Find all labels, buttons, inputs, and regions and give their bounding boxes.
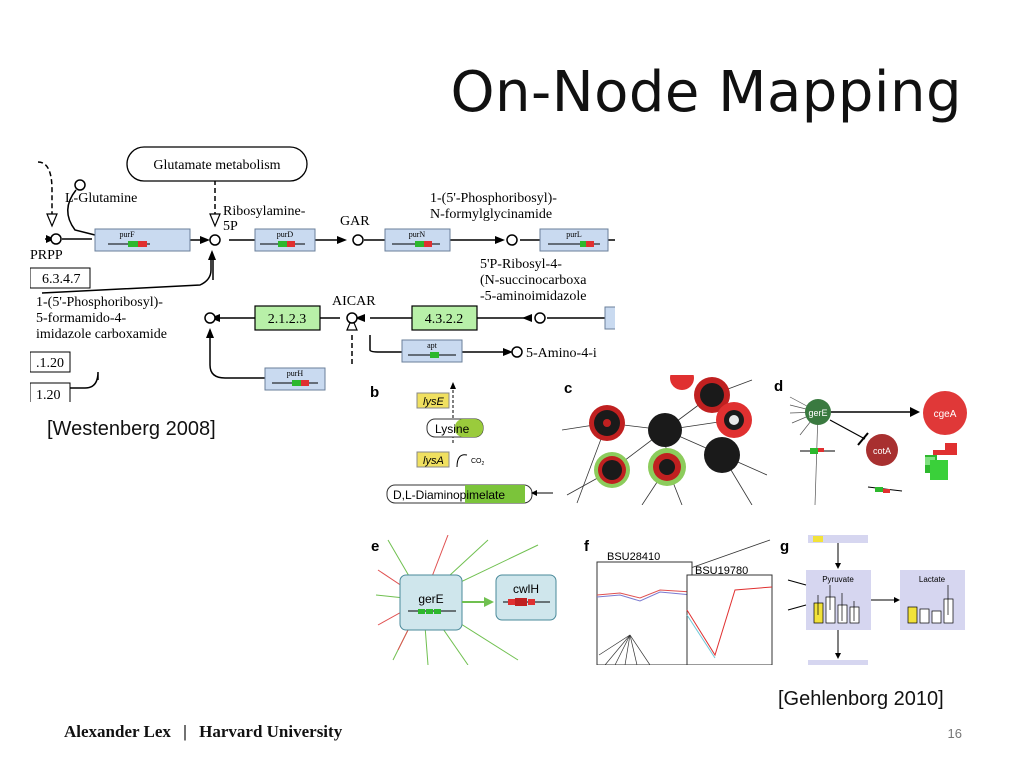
footer-separator: |: [183, 722, 187, 741]
panel-g: g Pyruvate Lactate: [780, 535, 965, 665]
svg-text:1-(5'-Phosphoribosyl)-: 1-(5'-Phosphoribosyl)-: [430, 191, 557, 206]
svg-text:BSU28410: BSU28410: [607, 551, 660, 563]
svg-text:lysE: lysE: [423, 396, 444, 408]
svg-text:5P: 5P: [223, 219, 238, 234]
svg-text:Pyruvate: Pyruvate: [822, 575, 854, 584]
footer-author: Alexander Lex: [64, 722, 171, 741]
svg-text:5-formamido-4-: 5-formamido-4-: [36, 311, 127, 326]
svg-text:e: e: [371, 538, 379, 555]
svg-text:1-(5'-Phosphoribosyl)-: 1-(5'-Phosphoribosyl)-: [36, 295, 163, 310]
svg-text:Lysine: Lysine: [435, 422, 470, 436]
citation-westenberg: [Westenberg 2008]: [47, 418, 216, 440]
svg-text:apt: apt: [427, 341, 438, 350]
slide-title: On-Node Mapping: [450, 60, 962, 125]
svg-text:purF: purF: [119, 230, 135, 239]
svg-text:N-formylglycinamide: N-formylglycinamide: [430, 207, 552, 222]
svg-text:cotA: cotA: [873, 446, 891, 456]
svg-text:5'P-Ribosyl-4-: 5'P-Ribosyl-4-: [480, 257, 562, 272]
svg-text:f: f: [584, 538, 590, 555]
svg-text:d: d: [774, 378, 783, 395]
glutamate-label: Glutamate metabolism: [153, 158, 280, 173]
svg-text:purD: purD: [277, 230, 294, 239]
svg-text:cwlH: cwlH: [513, 582, 539, 596]
svg-text:1.20: 1.20: [36, 388, 61, 402]
svg-text:Ribosylamine-: Ribosylamine-: [223, 204, 306, 219]
svg-text:PRPP: PRPP: [30, 248, 63, 263]
svg-text:4.3.2.2: 4.3.2.2: [425, 312, 464, 327]
svg-text:lysA: lysA: [423, 455, 444, 467]
panel-d: d gerE cgeA cotA: [774, 378, 967, 505]
footer: Alexander Lex | Harvard University: [64, 722, 342, 742]
svg-text:2.1.2.3: 2.1.2.3: [268, 312, 307, 327]
svg-text:Lactate: Lactate: [919, 575, 946, 584]
svg-text:6.3.4.7: 6.3.4.7: [42, 272, 81, 287]
citation-gehlenborg: [Gehlenborg 2010]: [778, 688, 944, 710]
svg-text:c: c: [564, 380, 572, 397]
svg-text:g: g: [780, 538, 789, 555]
svg-text:b: b: [370, 384, 379, 401]
panel-b: b lysE Lysine lysA CO2 D,L-Diaminopimela…: [370, 382, 553, 504]
panel-f: f BSU28410 BSU19780: [584, 538, 773, 665]
footer-institution: Harvard University: [199, 722, 343, 741]
svg-text:imidazole carboxamide: imidazole carboxamide: [36, 327, 167, 342]
svg-text:purN: purN: [409, 230, 426, 239]
svg-text:AICAR: AICAR: [332, 294, 376, 309]
pathway-figure: Glutamate metabolism purF purD purN purL…: [30, 146, 615, 402]
svg-text:purH: purH: [287, 369, 304, 378]
page-number: 16: [947, 726, 962, 741]
svg-text:CO2: CO2: [471, 458, 485, 467]
svg-text:5-Amino-4-i: 5-Amino-4-i: [526, 346, 597, 361]
svg-text:-5-aminoimidazole: -5-aminoimidazole: [480, 289, 587, 304]
svg-text:D,L-Diaminopimelate: D,L-Diaminopimelate: [393, 488, 505, 502]
svg-text:L-Glutamine: L-Glutamine: [65, 191, 137, 206]
svg-text:gerE: gerE: [418, 592, 443, 606]
panel-c: c: [562, 375, 767, 505]
svg-text:.1.20: .1.20: [36, 356, 64, 371]
svg-text:(N-succinocarboxa: (N-succinocarboxa: [480, 273, 587, 288]
svg-text:BSU19780: BSU19780: [695, 565, 748, 577]
svg-text:gerE: gerE: [808, 408, 827, 418]
panel-e: e gerE cwlH: [371, 535, 557, 665]
svg-text:GAR: GAR: [340, 214, 370, 229]
svg-text:purL: purL: [566, 230, 582, 239]
svg-text:cgeA: cgeA: [934, 409, 957, 420]
